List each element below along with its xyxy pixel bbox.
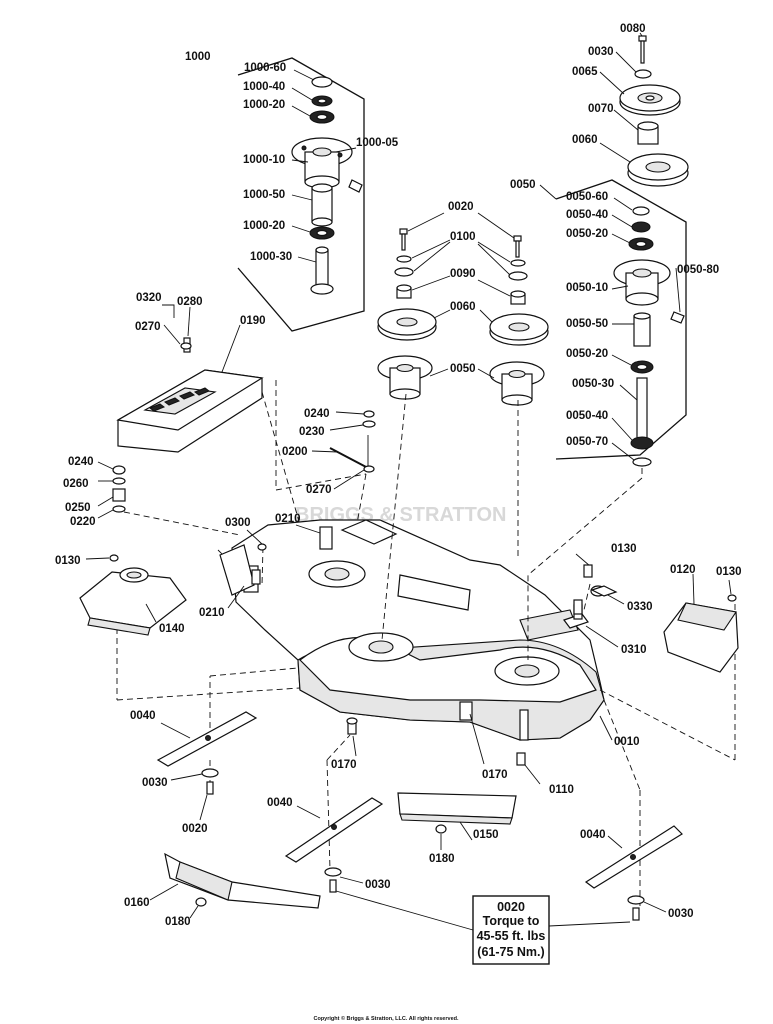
skid-0160: [149, 852, 321, 919]
callout-label[interactable]: 1000-30: [250, 251, 292, 263]
callout-label[interactable]: 0020: [182, 823, 208, 835]
callout-label[interactable]: 0050-20: [566, 348, 608, 360]
callout-label[interactable]: 1000-50: [243, 189, 285, 201]
callout-label[interactable]: 0030: [668, 908, 694, 920]
discharge-chute-0120: [663, 573, 739, 673]
deck-hardware: [346, 564, 618, 785]
callout-label[interactable]: 0010: [614, 736, 640, 748]
mower-deck-0010: [116, 393, 736, 910]
callout-label[interactable]: 0260: [63, 478, 89, 490]
callout-label[interactable]: 0190: [240, 315, 266, 327]
callout-label[interactable]: 0040: [267, 797, 293, 809]
copyright-text: Copyright © Briggs & Stratton, LLC. All …: [313, 1015, 459, 1022]
blade-right-0040: [584, 825, 683, 921]
callout-label[interactable]: 0180: [165, 916, 191, 928]
spindle-assembly-1000: [237, 57, 365, 332]
callout-label[interactable]: 0220: [70, 516, 96, 528]
blade-left-0040: [156, 711, 258, 821]
callout-label[interactable]: 1000-40: [243, 81, 285, 93]
blade-center-0040: [284, 797, 384, 893]
callout-label[interactable]: 0180: [429, 853, 455, 865]
callout-label[interactable]: 0130: [611, 543, 637, 555]
callout-label[interactable]: 0280: [177, 296, 203, 308]
callout-label[interactable]: 0320: [136, 292, 162, 304]
callout-label[interactable]: 0090: [450, 268, 476, 280]
callout-label[interactable]: 1000-20: [243, 99, 285, 111]
callout-label[interactable]: 0170: [482, 769, 508, 781]
callout-label[interactable]: 0070: [588, 103, 614, 115]
callout-label[interactable]: 0130: [55, 555, 81, 567]
callout-label[interactable]: 0050-40: [566, 209, 608, 221]
callout-label[interactable]: 0140: [159, 623, 185, 635]
callout-label[interactable]: 0330: [627, 601, 653, 613]
callout-label[interactable]: 1000-05: [356, 137, 399, 149]
callout-label[interactable]: 0030: [365, 879, 391, 891]
left-bracket-hardware: [97, 461, 241, 536]
callout-label[interactable]: 0080: [620, 23, 646, 35]
callout-label[interactable]: 0060: [572, 134, 598, 146]
callout-label[interactable]: 0050-70: [566, 436, 608, 448]
callout-label[interactable]: 0040: [130, 710, 156, 722]
callout-label[interactable]: 0020: [448, 201, 474, 213]
callout-label[interactable]: 0150: [473, 829, 499, 841]
callout-label[interactable]: 0065: [572, 66, 598, 78]
callout-label[interactable]: 0050-50: [566, 318, 608, 330]
callout-label[interactable]: 0210: [199, 607, 225, 619]
callout-label[interactable]: 0230: [299, 426, 325, 438]
callout-label[interactable]: 0050: [510, 179, 536, 191]
callout-label[interactable]: 0050-30: [572, 378, 614, 390]
callout-label[interactable]: 0250: [65, 502, 91, 514]
callout-label[interactable]: 0030: [142, 777, 168, 789]
callout-label[interactable]: 0270: [306, 484, 332, 496]
callout-label[interactable]: 0240: [304, 408, 330, 420]
mount-brackets-0210: [219, 524, 321, 609]
callout-label[interactable]: 0040: [580, 829, 606, 841]
callout-label[interactable]: 0160: [124, 897, 150, 909]
callout-label[interactable]: 0270: [135, 321, 161, 333]
callout-label[interactable]: 0030: [588, 46, 614, 58]
callout-label[interactable]: 0170: [331, 759, 357, 771]
skid-0150: [397, 792, 517, 850]
callout-label[interactable]: 0050-20: [566, 228, 608, 240]
callout-label[interactable]: 0050-80: [677, 264, 719, 276]
callout-label[interactable]: 0050-10: [566, 282, 608, 294]
torque-note-part: 0020: [497, 900, 525, 914]
callout-label[interactable]: 1000-10: [243, 154, 285, 166]
callout-labels: 1000 1000-60 1000-40 1000-20 1000-10 100…: [55, 23, 742, 928]
callout-label[interactable]: 0050-60: [566, 191, 608, 203]
torque-note-line1: Torque to: [483, 914, 540, 928]
callout-label[interactable]: 0130: [716, 566, 742, 578]
callout-label[interactable]: 1000-60: [244, 62, 286, 74]
callout-label[interactable]: 0120: [670, 564, 696, 576]
callout-label[interactable]: 0210: [275, 513, 301, 525]
callout-label[interactable]: 0110: [549, 784, 574, 796]
callout-label[interactable]: 0050: [450, 363, 476, 375]
callout-label[interactable]: 0060: [450, 301, 476, 313]
callout-label[interactable]: 0050-40: [566, 410, 608, 422]
callout-label[interactable]: 1000: [185, 51, 211, 63]
torque-note-line3: (61-75 Nm.): [477, 945, 544, 959]
left-baffle-0140: [79, 554, 187, 636]
callout-label[interactable]: 0200: [282, 446, 308, 458]
torque-note: 0020 Torque to 45-55 ft. lbs (61-75 Nm.): [335, 890, 631, 965]
center-spindle-stack: [377, 212, 549, 406]
callout-label[interactable]: 1000-20: [243, 220, 285, 232]
linkage-rod-0200: [275, 380, 376, 541]
callout-label[interactable]: 0310: [621, 644, 647, 656]
callout-label[interactable]: 0240: [68, 456, 94, 468]
callout-label[interactable]: 0300: [225, 517, 251, 529]
spindle-assembly-0050: [539, 32, 689, 467]
belt-cover-0190: [116, 304, 303, 533]
torque-note-line2: 45-55 ft. lbs: [477, 929, 546, 943]
callout-label[interactable]: 0100: [450, 231, 476, 243]
